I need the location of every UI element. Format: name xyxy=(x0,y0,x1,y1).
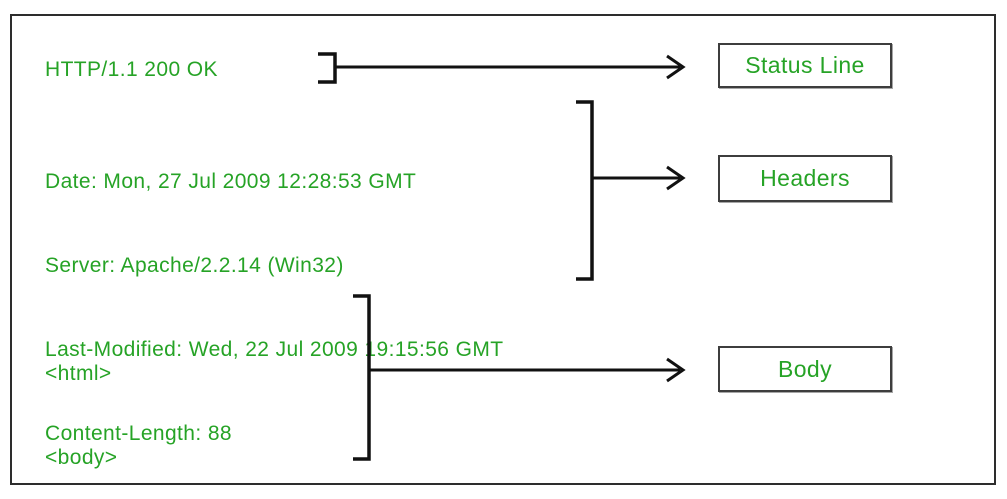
diagram-frame xyxy=(10,14,996,485)
header-line-last-modified: Last-Modified: Wed, 22 Jul 2009 19:15:56… xyxy=(45,338,504,361)
header-line-content-length: Content-Length: 88 xyxy=(45,422,233,445)
body-label-box: Body xyxy=(718,346,892,392)
headers-label-box: Headers xyxy=(718,155,892,202)
response-status-line: HTTP/1.1 200 OK xyxy=(45,58,218,81)
header-line-date: Date: Mon, 27 Jul 2009 12:28:53 GMT xyxy=(45,170,417,193)
status-line-label-box: Status Line xyxy=(718,43,892,88)
body-label: Body xyxy=(777,355,833,382)
headers-label: Headers xyxy=(760,165,850,191)
response-body-block: <html> <body> <h1>Hello, World!</h1> </b… xyxy=(45,304,275,499)
response-headers-block: Date: Mon, 27 Jul 2009 12:28:53 GMT Serv… xyxy=(45,112,503,499)
body-line-html-open: <html> xyxy=(45,362,112,385)
status-line-label: Status Line xyxy=(745,52,865,78)
header-line-server: Server: Apache/2.2.14 (Win32) xyxy=(45,254,344,277)
body-line-body-open: <body> xyxy=(45,446,118,469)
